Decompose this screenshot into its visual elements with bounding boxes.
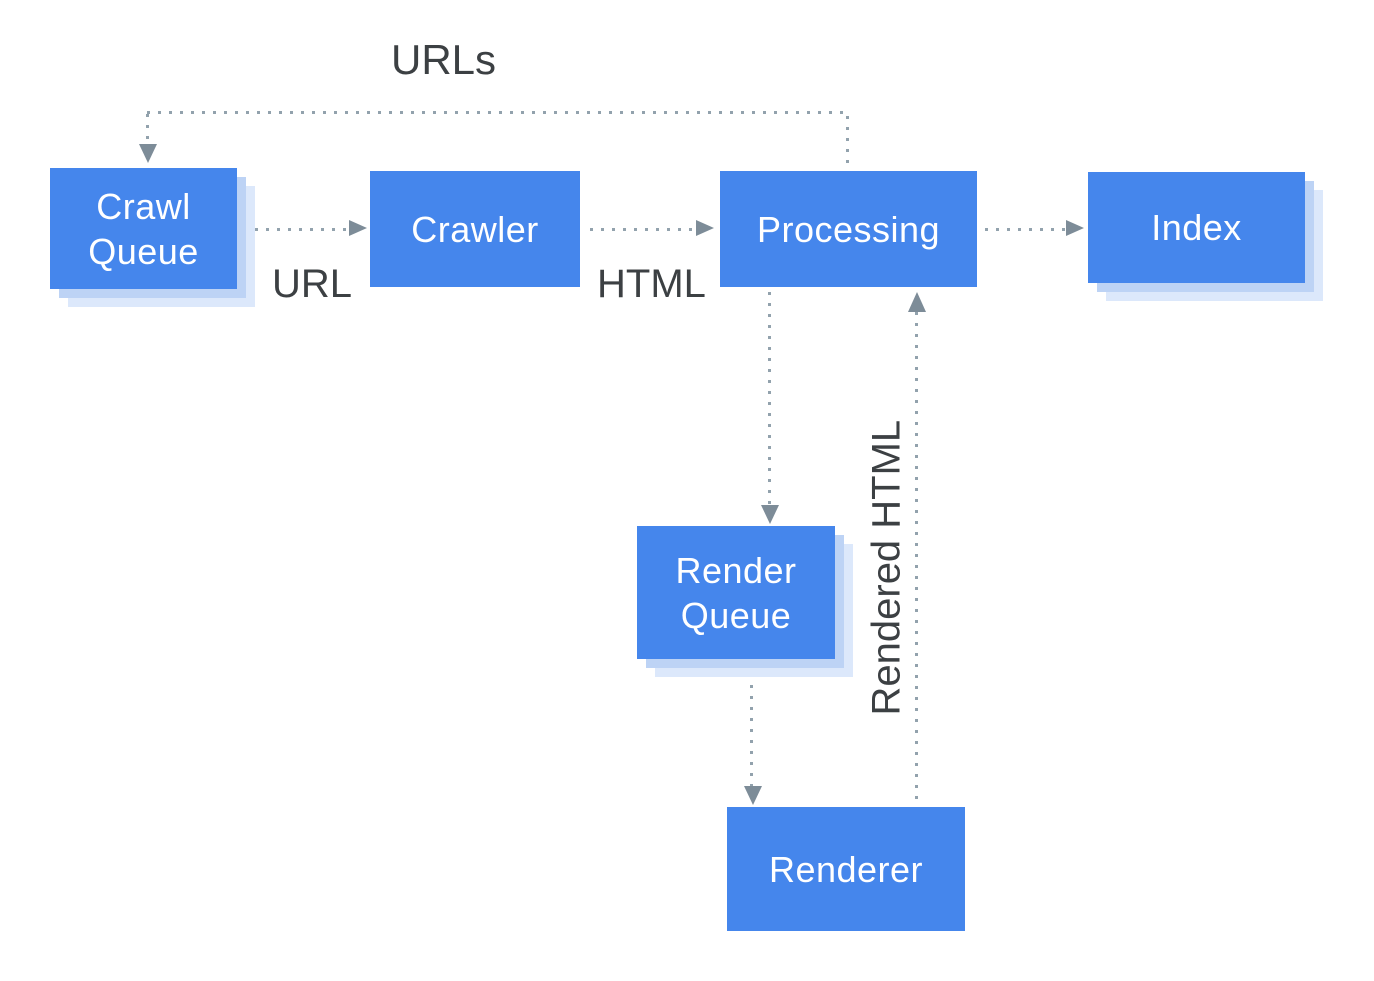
- arrowhead-into-crawler-icon: [349, 220, 367, 236]
- edge-label-url: URL: [272, 262, 353, 306]
- connector-feedback-top: [147, 111, 849, 114]
- arrowhead-into-processing-icon: [696, 220, 714, 236]
- connector-processing-renderqueue: [768, 292, 771, 504]
- node-crawler: Crawler: [370, 171, 580, 287]
- edge-label-html: HTML: [597, 262, 706, 306]
- arrowhead-into-crawl-queue-icon: [139, 144, 157, 163]
- arrowhead-into-processing-up-icon: [908, 292, 926, 312]
- connector-crawler-processing: [590, 228, 694, 231]
- connector-crawlqueue-crawler: [255, 228, 349, 231]
- arrowhead-into-renderer-icon: [744, 786, 762, 805]
- connector-processing-feedback-up: [846, 116, 849, 170]
- arrowhead-into-index-icon: [1066, 220, 1084, 236]
- node-crawl-queue: Crawl Queue: [50, 168, 237, 289]
- connector-processing-index: [985, 228, 1065, 231]
- node-renderer: Renderer: [727, 807, 965, 931]
- edge-label-urls: URLs: [391, 36, 497, 83]
- node-render-queue: Render Queue: [637, 526, 835, 659]
- node-processing: Processing: [720, 171, 977, 287]
- edge-label-rendered-html: Rendered HTML: [864, 419, 909, 716]
- node-index: Index: [1088, 172, 1305, 283]
- arrowhead-into-render-queue-icon: [761, 505, 779, 524]
- connector-renderqueue-renderer: [750, 674, 753, 786]
- connector-renderer-processing: [915, 312, 918, 806]
- connector-feedback-down: [146, 114, 149, 144]
